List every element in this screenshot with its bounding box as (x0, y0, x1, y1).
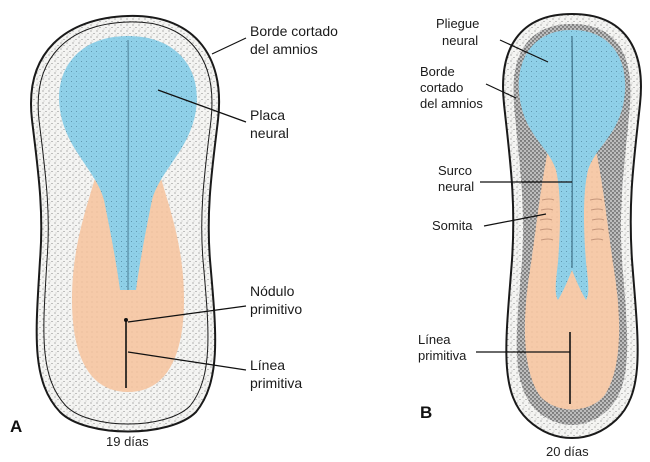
label-b-fold-1: Pliegue (436, 16, 479, 31)
label-a-streak-1: Línea (250, 357, 285, 373)
svg-text:Línea: Línea (418, 332, 451, 347)
panel-b-embryo (503, 14, 641, 438)
label-b-streak-2: primitiva (418, 348, 467, 363)
svg-text:neural: neural (250, 125, 289, 141)
svg-text:del amnios: del amnios (420, 96, 483, 111)
panel-a-primitive-node (124, 318, 128, 322)
label-b-streak-1: Línea (418, 332, 451, 347)
label-a-node-2: primitivo (250, 301, 302, 317)
leader-a-amnion (212, 38, 246, 54)
label-b-fold-2: neural (442, 33, 478, 48)
svg-text:Línea: Línea (250, 357, 285, 373)
svg-text:Surco: Surco (438, 163, 472, 178)
panel-b-caption: 20 días (546, 444, 589, 459)
panel-a-embryo (31, 16, 219, 432)
svg-text:Nódulo: Nódulo (250, 283, 295, 299)
panel-a-caption: 19 días (106, 434, 149, 449)
label-a-plate-1: Placa (250, 107, 285, 123)
svg-text:neural: neural (442, 33, 478, 48)
label-a-amnion-2: del amnios (250, 41, 318, 57)
svg-text:Borde: Borde (420, 64, 455, 79)
svg-text:Somita: Somita (432, 218, 473, 233)
svg-text:primitivo: primitivo (250, 301, 302, 317)
label-a-plate-2: neural (250, 125, 289, 141)
label-a-amnion-1: Borde cortado (250, 23, 338, 39)
label-b-amnion-3: del amnios (420, 96, 483, 111)
label-b-amnion-2: cortado (420, 80, 463, 95)
label-b-groove-2: neural (438, 179, 474, 194)
svg-text:neural: neural (438, 179, 474, 194)
label-b-groove-1: Surco (438, 163, 472, 178)
svg-text:Pliegue: Pliegue (436, 16, 479, 31)
svg-text:primitiva: primitiva (418, 348, 467, 363)
panel-a-letter: A (10, 417, 22, 436)
svg-text:Placa: Placa (250, 107, 285, 123)
label-a-node-1: Nódulo (250, 283, 295, 299)
svg-text:del amnios: del amnios (250, 41, 318, 57)
panel-b-letter: B (420, 403, 432, 422)
label-b-amnion-1: Borde (420, 64, 455, 79)
svg-text:primitiva: primitiva (250, 375, 302, 391)
svg-text:cortado: cortado (420, 80, 463, 95)
svg-text:Borde cortado: Borde cortado (250, 23, 338, 39)
label-a-streak-2: primitiva (250, 375, 302, 391)
label-b-somite: Somita (432, 218, 473, 233)
